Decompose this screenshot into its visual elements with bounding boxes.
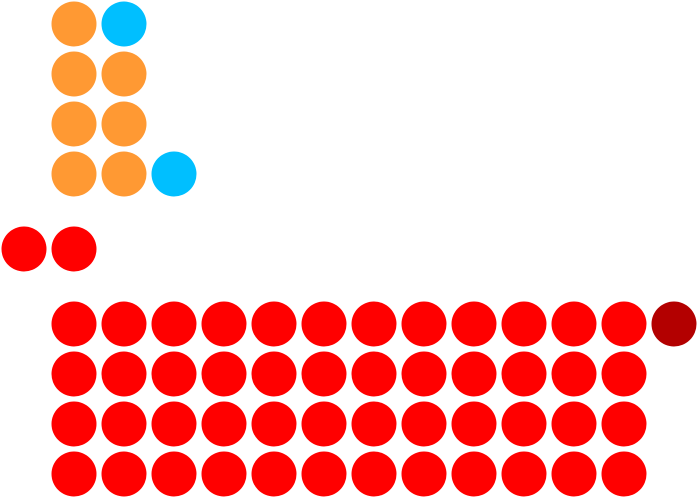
seat-group-3 [451,301,497,347]
seat-group-3 [351,401,397,447]
seat-group-3 [301,301,347,347]
seat-group-3 [301,351,347,397]
seat-group-0 [51,1,97,47]
seat-group-3 [351,451,397,497]
seat-group-3 [601,401,647,447]
seat-group-3 [551,301,597,347]
seat-group-3 [601,301,647,347]
seat-group-3 [51,301,97,347]
seat-group-3 [451,401,497,447]
seat-group-3 [151,451,197,497]
seat-group-1 [151,151,197,197]
seat-group-3 [101,401,147,447]
seat-group-3 [451,451,497,497]
seat-group-3 [51,351,97,397]
seat-group-3 [401,451,447,497]
seat-group-3 [351,301,397,347]
seat-group-3 [501,401,547,447]
seat-group-3 [151,301,197,347]
seat-group-3 [201,451,247,497]
seat-group-3 [251,351,297,397]
seat-group-0 [51,101,97,147]
seat-group-3 [401,401,447,447]
seat-group-3 [501,451,547,497]
seat-group-3 [501,301,547,347]
seat-group-3 [601,351,647,397]
seat-group-3 [301,451,347,497]
seat-group-3 [551,401,597,447]
seat-group-3 [151,401,197,447]
seat-group-3 [301,401,347,447]
seat-group-3 [451,351,497,397]
seat-group-3 [251,451,297,497]
seat-group-3 [501,351,547,397]
seat-group-3 [51,451,97,497]
seat-group-3 [251,401,297,447]
seat-group-3 [101,301,147,347]
seat-group-3 [601,451,647,497]
seat-group-3 [201,401,247,447]
seat-group-3 [101,351,147,397]
seat-group-3 [251,301,297,347]
seat-group-0 [101,51,147,97]
seat-group-2 [1,226,47,272]
seat-group-3 [351,351,397,397]
seat-group-3 [401,301,447,347]
seat-group-3 [401,351,447,397]
seat-group-3 [201,351,247,397]
seat-group-3 [551,451,597,497]
seat-group-1 [101,1,147,47]
seat-group-0 [51,151,97,197]
seat-group-3 [151,351,197,397]
seat-group-0 [51,51,97,97]
seat-group-3 [201,301,247,347]
seat-group-0 [101,101,147,147]
seat-group-4 [651,301,697,347]
seat-group-3 [101,451,147,497]
seat-group-0 [101,151,147,197]
seat-group-2 [51,226,97,272]
seat-group-3 [551,351,597,397]
seat-group-3 [51,401,97,447]
